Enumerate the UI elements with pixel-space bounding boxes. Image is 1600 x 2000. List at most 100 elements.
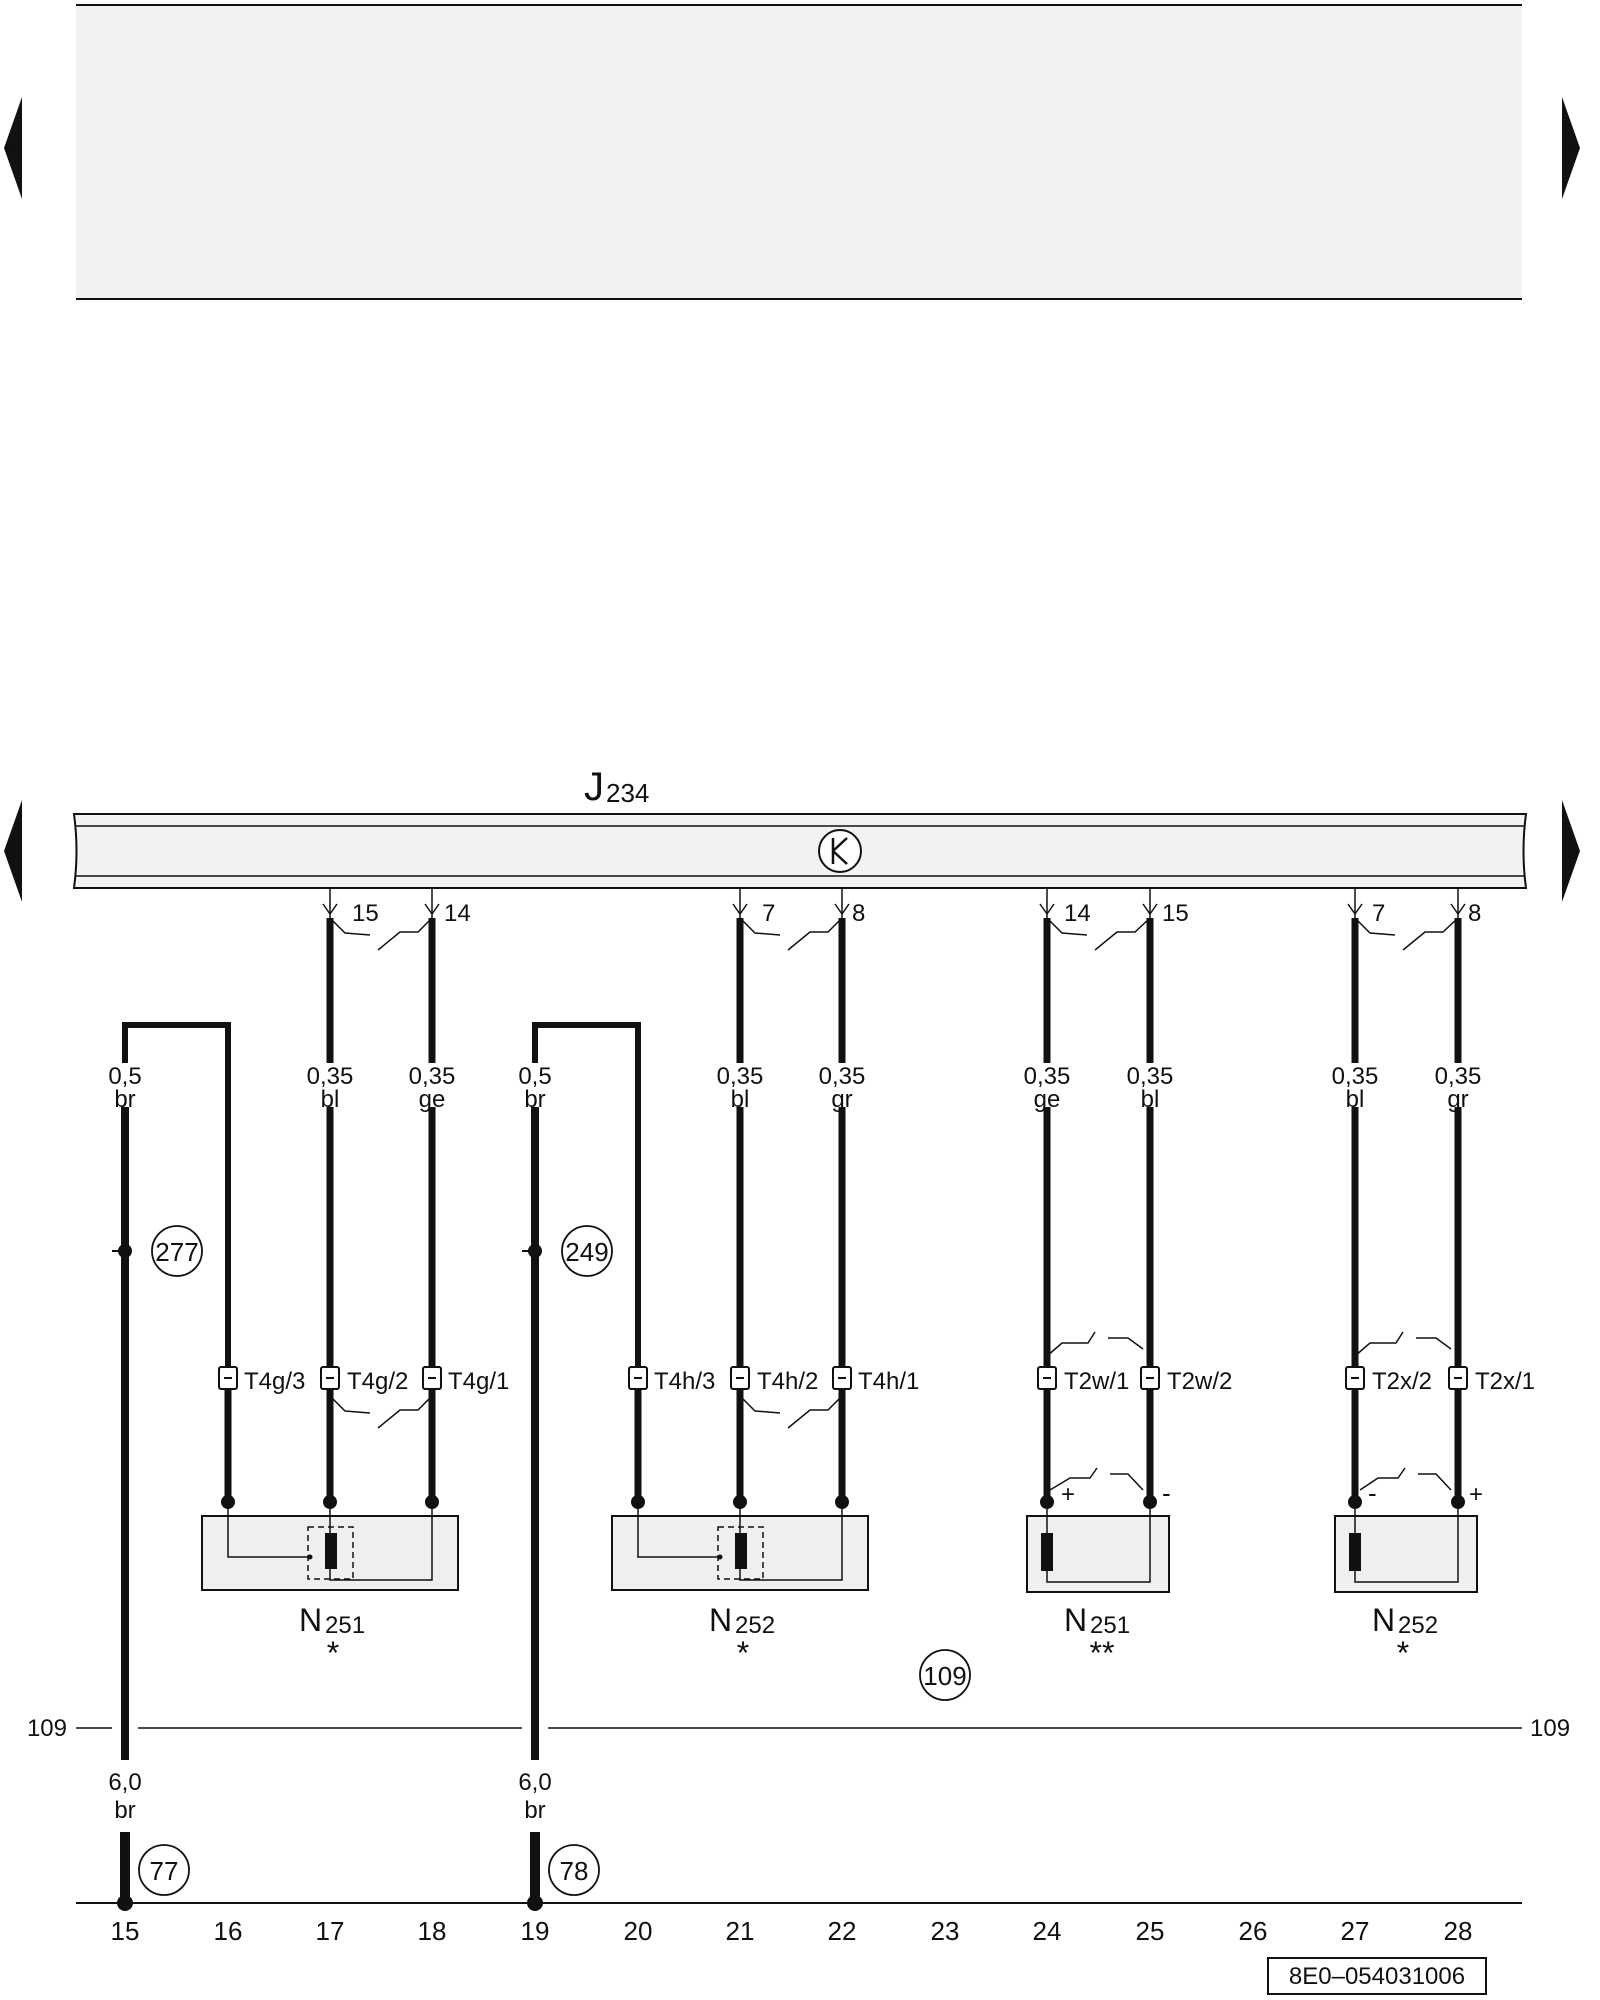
column-number: 16 [214,1916,243,1946]
ground-wire-19-size: 6,0 [518,1769,551,1796]
connector-t4h-2: T4h/2 [757,1368,818,1395]
ground-wire-15-color: br [114,1797,135,1824]
wire-21-color: bl [731,1086,750,1113]
connector-t2w-2: T2w/2 [1167,1368,1232,1395]
column-number: 23 [931,1916,960,1946]
component-n252-a [611,1502,869,1591]
wire-22-size: 0,35 [819,1063,866,1090]
prev-page-arrow-top[interactable] [4,97,22,199]
component-n251b-note: ** [1090,1635,1115,1671]
connector-t4g-3: T4g/3 [244,1368,305,1395]
wire-24-color: ge [1034,1086,1061,1113]
column-number: 15 [111,1916,140,1946]
pin-8: 8 [852,900,865,927]
connector-t2x-1: T2x/1 [1475,1368,1535,1395]
wire-15-size: 0,5 [108,1063,141,1090]
column-number: 27 [1341,1916,1370,1946]
component-n251b-label: N [1064,1602,1087,1638]
column-number: 18 [418,1916,447,1946]
next-page-arrow-top[interactable] [1562,97,1580,199]
connector-t4h-1: T4h/1 [858,1368,919,1395]
component-n252b-label: N [1372,1602,1395,1638]
ref-249: 249 [565,1237,608,1267]
ground-line-label-left: 109 [27,1715,67,1742]
column-numbers: 15 16 17 18 19 20 21 22 23 24 25 26 27 2… [111,1916,1473,1946]
header-panel [76,4,1522,300]
pin-14: 14 [444,900,471,927]
control-unit-label: J [584,765,604,809]
ref-277: 277 [155,1237,198,1267]
component-n252a-subscript: 252 [735,1612,775,1639]
reference-circles [138,1225,971,1896]
column-number: 20 [624,1916,653,1946]
doc-number-box [1267,1957,1487,1995]
pin-14b: 14 [1064,900,1091,927]
wire-15-ground [112,1022,231,1911]
next-page-arrow-bottom[interactable] [1562,800,1580,902]
wire-21-size: 0,35 [717,1063,764,1090]
component-n251b-subscript: 251 [1090,1612,1130,1639]
component-n251a-label: N [299,1602,322,1638]
control-unit-j234 [72,813,1528,889]
connector-t4g-2: T4g/2 [347,1368,408,1395]
twisted-pair-markers [329,917,1459,1491]
wire-18-size: 0,35 [409,1063,456,1090]
column-number: 22 [828,1916,857,1946]
wire-27-color: bl [1346,1086,1365,1113]
ref-78: 78 [560,1856,589,1886]
connector-t4g-1: T4g/1 [448,1368,509,1395]
ground-wire-19-color: br [524,1797,545,1824]
column-number: 19 [521,1916,550,1946]
clock-symbol-icon [818,829,862,873]
pin-15b: 15 [1162,900,1189,927]
column-number: 25 [1136,1916,1165,1946]
connector-symbols [218,1366,1468,1390]
component-n252-b [1334,1502,1478,1593]
column-number: 21 [726,1916,755,1946]
pin-15: 15 [352,900,379,927]
polarity-plus-n252b: + [1469,1481,1483,1508]
connector-t2w-1: T2w/1 [1064,1368,1129,1395]
ground-line-label-right: 109 [1530,1715,1570,1742]
doc-number: 8E0–054031006 [1289,1963,1465,1990]
wire-17-size: 0,35 [307,1063,354,1090]
pin-7: 7 [762,900,775,927]
lead-dots [221,1495,1465,1509]
component-n251a-subscript: 251 [325,1612,365,1639]
polarity-plus-n251b: + [1061,1481,1075,1508]
ref-77: 77 [150,1856,179,1886]
wire-27-size: 0,35 [1332,1063,1379,1090]
pin-7b: 7 [1372,900,1385,927]
connector-t2x-2: T2x/2 [1372,1368,1432,1395]
wire-labels: 0,5 br 0,35 bl 0,35 ge 0,5 br 0,35 bl 0,… [103,1063,1483,1113]
component-n252b-note: * [1397,1635,1409,1671]
prev-page-arrow-bottom[interactable] [4,800,22,902]
connector-t4h-3: T4h/3 [654,1368,715,1395]
wire-28-size: 0,35 [1435,1063,1482,1090]
ground-wire-15-size: 6,0 [108,1769,141,1796]
polarity-minus-n251b: - [1162,1478,1171,1508]
component-leads [224,1389,1462,1502]
component-n251-a [201,1502,459,1591]
wire-28-color: gr [1447,1086,1468,1113]
component-n251a-note: * [327,1635,339,1671]
column-number: 28 [1444,1916,1473,1946]
wire-24-size: 0,35 [1024,1063,1071,1090]
wire-25-size: 0,35 [1127,1063,1174,1090]
wire-17-color: bl [321,1086,340,1113]
polarity-minus-n252b: - [1368,1478,1377,1508]
wire-19-color: br [524,1086,545,1113]
column-number: 17 [316,1916,345,1946]
component-n252b-subscript: 252 [1398,1612,1438,1639]
wire-19-size: 0,5 [518,1063,551,1090]
signal-wires [326,918,1462,1366]
pin-taps [322,888,1466,918]
ref-109: 109 [923,1661,966,1691]
wire-22-color: gr [831,1086,852,1113]
wire-19-ground [522,1022,641,1911]
component-n251-b [1026,1502,1170,1593]
wire-15-color: br [114,1086,135,1113]
control-unit-subscript: 234 [606,778,649,808]
column-number: 24 [1033,1916,1062,1946]
